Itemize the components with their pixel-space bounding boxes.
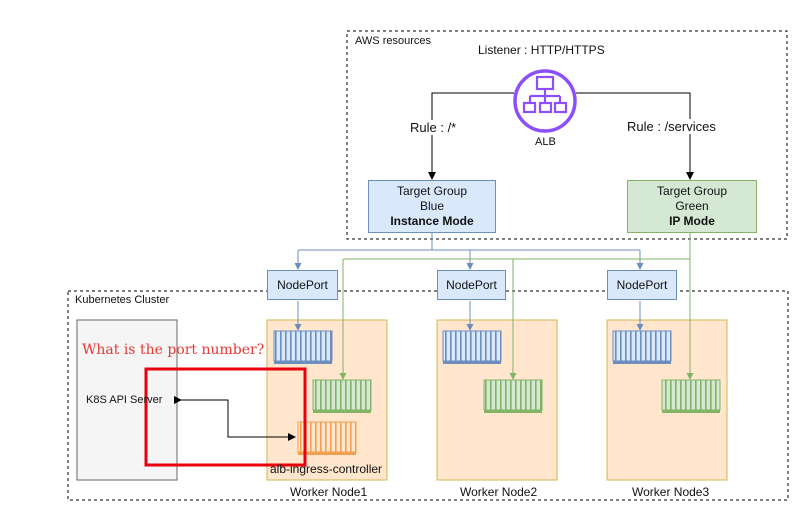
tg-green-line2: Green bbox=[675, 199, 709, 213]
tg-green-line3: IP Mode bbox=[669, 214, 715, 228]
rule-left-label: Rule : /* bbox=[410, 120, 457, 135]
blue-tg-connector bbox=[297, 233, 641, 268]
pod-green-node3 bbox=[661, 379, 721, 411]
pod-green-node1 bbox=[312, 379, 372, 411]
pod-controller bbox=[297, 421, 357, 453]
api-server-box-shape bbox=[76, 319, 178, 481]
tg-blue-line2: Blue bbox=[419, 199, 445, 213]
tg-blue-line1: Target Group bbox=[396, 184, 468, 198]
api-server-label: K8S API Server bbox=[86, 394, 163, 406]
rule-right-connector bbox=[576, 92, 694, 180]
tg-green-line1: Target Group bbox=[656, 184, 728, 198]
aws-region-label: AWS resources bbox=[355, 35, 432, 47]
pod-blue-node2 bbox=[442, 330, 502, 362]
target-group-green[interactable]: Target Group Green IP Mode bbox=[627, 180, 757, 233]
worker-node2-label: Worker Node2 bbox=[460, 485, 538, 499]
highlight-box bbox=[144, 367, 307, 467]
nodeport-node3[interactable]: NodePort bbox=[607, 270, 677, 300]
nodeport-node1[interactable]: NodePort bbox=[267, 270, 338, 300]
cluster-border bbox=[67, 290, 789, 501]
pod-blue-node3 bbox=[612, 330, 672, 362]
target-group-blue[interactable]: Target Group Blue Instance Mode bbox=[368, 180, 496, 233]
nodeport-node2[interactable]: NodePort bbox=[437, 270, 506, 300]
cluster-label: Kubernetes Cluster bbox=[75, 294, 170, 306]
rule-left-connector bbox=[428, 92, 514, 180]
rule-right-label: Rule : /services bbox=[627, 119, 716, 134]
controller-label: alb-ingress-controller bbox=[270, 462, 383, 476]
api-controller-connector bbox=[174, 396, 296, 441]
worker-node1-label: Worker Node1 bbox=[290, 485, 368, 499]
pod-green-node2 bbox=[483, 379, 543, 411]
green-tg-connector bbox=[342, 233, 691, 378]
question-annotation: What is the port number? bbox=[82, 342, 265, 358]
listener-label: Listener : HTTP/HTTPS bbox=[478, 43, 605, 57]
load-balancer-icon bbox=[513, 69, 577, 133]
worker-node3-label: Worker Node3 bbox=[632, 485, 710, 499]
pod-blue-node1 bbox=[273, 330, 333, 362]
alb-label: ALB bbox=[535, 136, 556, 148]
tg-blue-line3: Instance Mode bbox=[390, 214, 474, 228]
